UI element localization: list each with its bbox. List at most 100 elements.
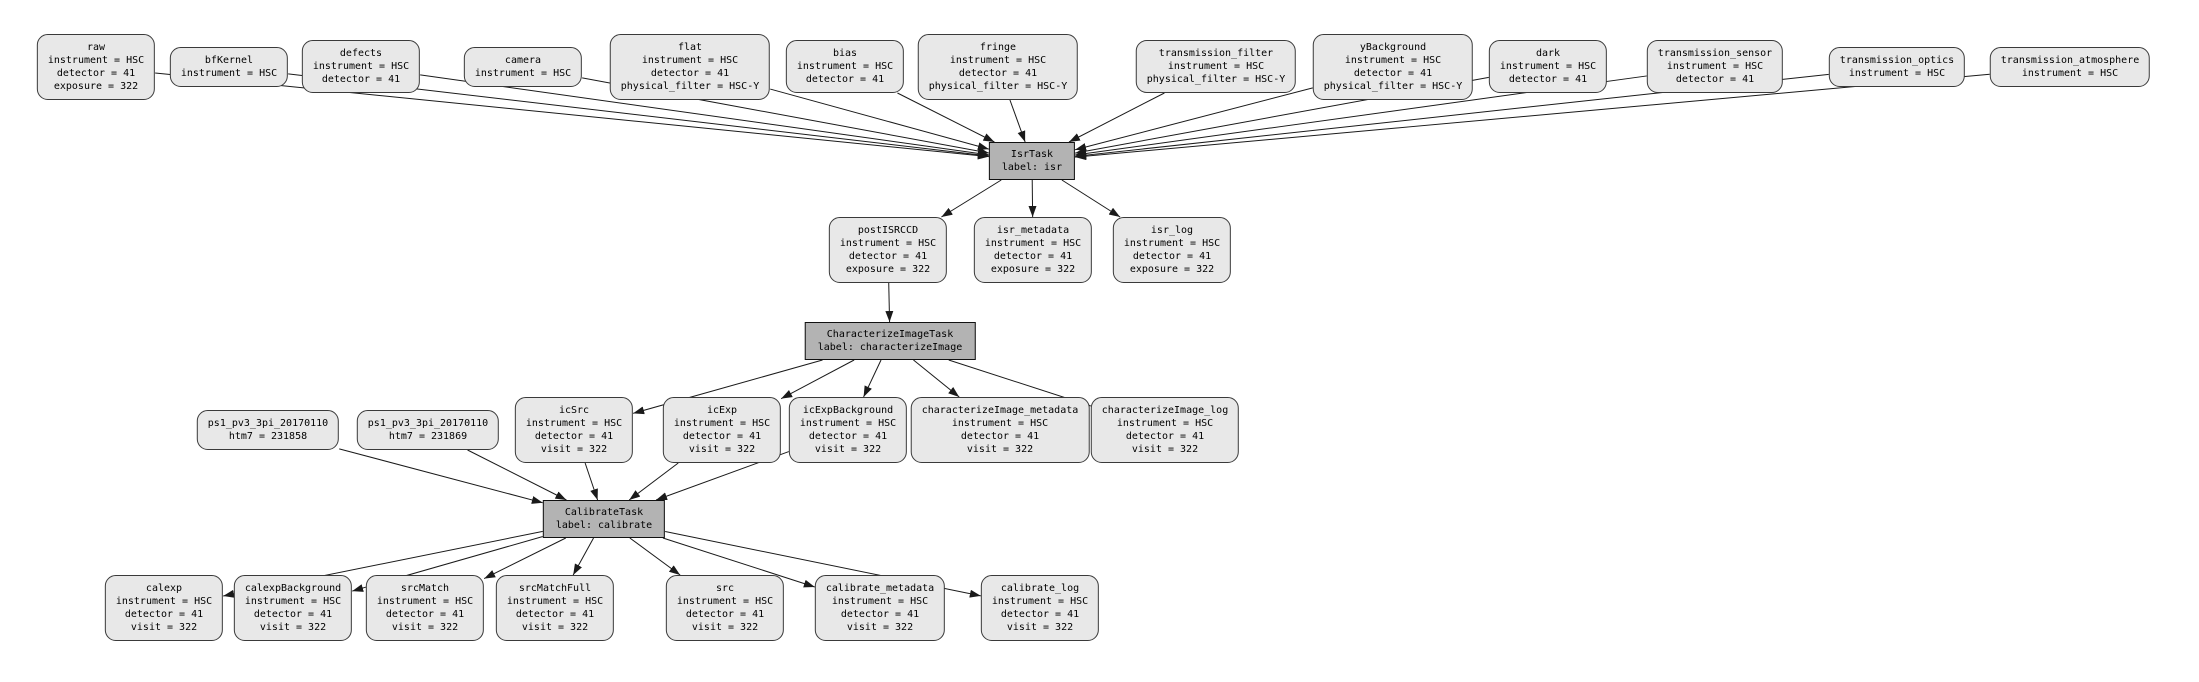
node-title: calibrate_log — [1000, 583, 1080, 594]
node-title: IsrTask — [1010, 149, 1054, 160]
node-ps1-refcat-231858: ps1_pv3_3pi_20170110 htm7 = 231858 — [196, 410, 340, 450]
node-title: CalibrateTask — [564, 507, 644, 518]
node-title: CharacterizeImageTask — [826, 329, 954, 340]
node-calibrate-task: CalibrateTask label: calibrate — [542, 500, 666, 538]
edge-defects-to-isr — [420, 74, 989, 158]
node-icexpbackground: icExpBackground instrument = HSC detecto… — [788, 397, 908, 463]
node-title: dark — [1535, 48, 1561, 59]
node-attr: instrument = HSC — [1666, 61, 1764, 72]
node-attr: physical_filter = HSC-Y — [1146, 74, 1286, 85]
node-transmission-sensor: transmission_sensor instrument = HSC det… — [1646, 40, 1784, 93]
node-attr: exposure = 322 — [53, 81, 139, 92]
node-transmission-filter: transmission_filter instrument = HSC phy… — [1135, 40, 1297, 93]
node-isr-metadata: isr_metadata instrument = HSC detector =… — [973, 217, 1093, 283]
node-attr: instrument = HSC — [2021, 68, 2119, 79]
node-title: icExpBackground — [802, 405, 894, 416]
edge-characterizeImage-to-characterizeImage_metadata — [913, 359, 960, 398]
node-attr: instrument = HSC — [47, 55, 145, 66]
node-attr: instrument = HSC — [1848, 68, 1946, 79]
node-attr: instrument = HSC — [673, 418, 771, 429]
node-srcmatchfull: srcMatchFull instrument = HSC detector =… — [495, 575, 615, 641]
node-srcmatch: srcMatch instrument = HSC detector = 41 … — [365, 575, 485, 641]
node-attr: visit = 322 — [966, 444, 1034, 455]
node-attr: label: characterizeImage — [817, 342, 963, 353]
node-attr: instrument = HSC — [376, 596, 474, 607]
node-attr: htm7 = 231858 — [228, 431, 308, 442]
node-attr: detector = 41 — [1125, 431, 1205, 442]
node-attr: visit = 322 — [130, 622, 198, 633]
node-attr: instrument = HSC — [951, 418, 1049, 429]
edge-calibrate-to-src — [629, 537, 681, 576]
node-attr: detector = 41 — [960, 431, 1040, 442]
node-attr: detector = 41 — [56, 68, 136, 79]
node-title: transmission_optics — [1839, 55, 1955, 66]
node-attr: detector = 41 — [682, 431, 762, 442]
node-raw: raw instrument = HSC detector = 41 expos… — [36, 34, 156, 100]
node-attr: detector = 41 — [848, 251, 928, 262]
node-title: defects — [339, 48, 383, 59]
node-isr-task: IsrTask label: isr — [988, 142, 1076, 180]
node-attr: instrument = HSC — [1123, 238, 1221, 249]
node-attr: detector = 41 — [958, 68, 1038, 79]
node-attr: visit = 322 — [521, 622, 589, 633]
node-attr: label: calibrate — [555, 520, 653, 531]
node-attr: detector = 41 — [1132, 251, 1212, 262]
edge-transmission_filter-to-isr — [1068, 92, 1165, 143]
node-attr: instrument = HSC — [676, 596, 774, 607]
node-title: bfKernel — [204, 55, 254, 66]
node-attr: physical_filter = HSC-Y — [928, 81, 1068, 92]
node-calibrate-metadata: calibrate_metadata instrument = HSC dete… — [814, 575, 946, 641]
node-attr: instrument = HSC — [244, 596, 342, 607]
node-attr: detector = 41 — [840, 609, 920, 620]
node-flat: flat instrument = HSC detector = 41 phys… — [609, 34, 771, 100]
node-characterize-image-task: CharacterizeImageTask label: characteriz… — [804, 322, 976, 360]
node-postisrccd: postISRCCD instrument = HSC detector = 4… — [828, 217, 948, 283]
node-characterize-image-log: characterizeImage_log instrument = HSC d… — [1090, 397, 1240, 463]
edge-transmission_atmosphere-to-isr — [1075, 73, 1990, 161]
node-attr: instrument = HSC — [839, 238, 937, 249]
node-attr: instrument = HSC — [1499, 61, 1597, 72]
node-title: calexpBackground — [244, 583, 342, 594]
node-attr: instrument = HSC — [1344, 55, 1442, 66]
node-attr: instrument = HSC — [796, 61, 894, 72]
node-ybackground: yBackground instrument = HSC detector = … — [1312, 34, 1474, 100]
node-title: icSrc — [558, 405, 590, 416]
node-attr: detector = 41 — [805, 74, 885, 85]
node-attr: instrument = HSC — [312, 61, 410, 72]
node-attr: detector = 41 — [515, 609, 595, 620]
node-camera: camera instrument = HSC — [463, 47, 583, 87]
node-attr: instrument = HSC — [1116, 418, 1214, 429]
node-attr: detector = 41 — [650, 68, 730, 79]
node-title: icExp — [706, 405, 738, 416]
node-fringe: fringe instrument = HSC detector = 41 ph… — [917, 34, 1079, 100]
node-title: isr_metadata — [996, 225, 1070, 236]
node-isr-log: isr_log instrument = HSC detector = 41 e… — [1112, 217, 1232, 283]
node-title: postISRCCD — [857, 225, 919, 236]
node-title: isr_log — [1150, 225, 1194, 236]
node-attr: exposure = 322 — [1129, 264, 1215, 275]
node-attr: label: isr — [1001, 162, 1063, 173]
node-attr: instrument = HSC — [115, 596, 213, 607]
node-transmission-atmosphere: transmission_atmosphere instrument = HSC — [1989, 47, 2151, 87]
edge-bias-to-isr — [897, 92, 995, 143]
node-attr: htm7 = 231869 — [388, 431, 468, 442]
node-title: camera — [504, 55, 542, 66]
edge-isr-to-isr_log — [1061, 179, 1121, 218]
node-attr: detector = 41 — [124, 609, 204, 620]
node-bfkernel: bfKernel instrument = HSC — [169, 47, 289, 87]
node-transmission-optics: transmission_optics instrument = HSC — [1828, 47, 1966, 87]
node-attr: exposure = 322 — [990, 264, 1076, 275]
node-attr: visit = 322 — [1006, 622, 1074, 633]
node-attr: instrument = HSC — [506, 596, 604, 607]
node-title: srcMatchFull — [518, 583, 592, 594]
node-title: transmission_filter — [1158, 48, 1274, 59]
node-attr: visit = 322 — [259, 622, 327, 633]
node-title: calibrate_metadata — [825, 583, 935, 594]
node-attr: detector = 41 — [685, 609, 765, 620]
node-title: yBackground — [1359, 42, 1427, 53]
node-title: characterizeImage_metadata — [921, 405, 1079, 416]
node-attr: detector = 41 — [1508, 74, 1588, 85]
node-attr: detector = 41 — [808, 431, 888, 442]
node-icsrc: icSrc instrument = HSC detector = 41 vis… — [514, 397, 634, 463]
node-calexpbackground: calexpBackground instrument = HSC detect… — [233, 575, 353, 641]
